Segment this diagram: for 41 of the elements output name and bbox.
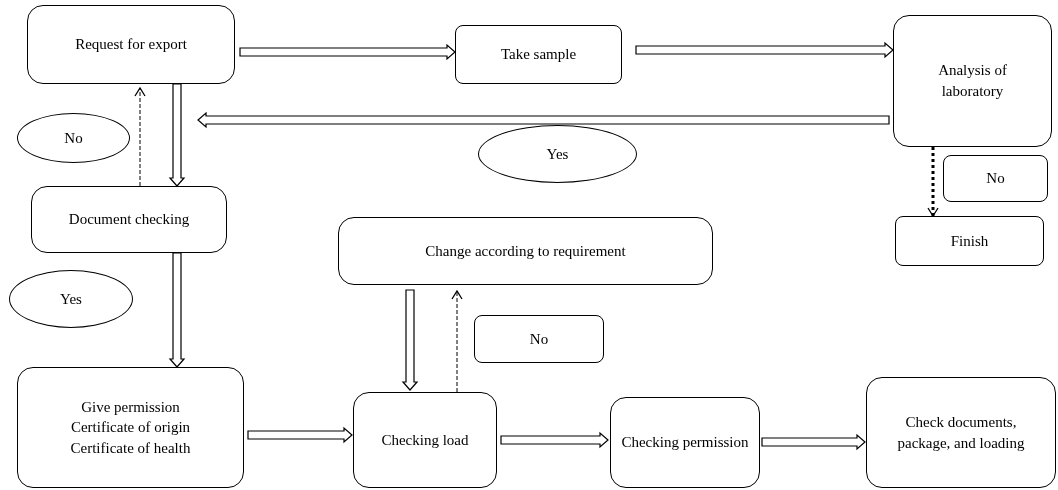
dashed-arrow xyxy=(927,147,939,217)
process-box xyxy=(27,5,235,84)
box-text: Checking load xyxy=(381,430,469,450)
dashed-arrow xyxy=(134,87,146,187)
block-arrow xyxy=(500,431,609,449)
box-text: Checking permission xyxy=(621,433,749,453)
process-box xyxy=(866,377,1056,488)
process-box xyxy=(31,186,227,253)
box-text: No xyxy=(529,329,549,349)
block-arrow xyxy=(635,41,894,59)
dashed-arrow xyxy=(451,290,463,393)
process-box xyxy=(474,315,604,363)
block-arrow xyxy=(239,43,456,61)
process-box xyxy=(893,15,1052,147)
block-arrow xyxy=(247,426,353,444)
box-text: No xyxy=(986,169,1005,189)
process-box xyxy=(943,155,1048,202)
block-arrow xyxy=(197,111,890,129)
block-arrow xyxy=(761,433,866,451)
box-text: Document checking xyxy=(68,210,190,230)
box-text: Change according to requirement xyxy=(425,241,626,261)
box-text: Analysis of laboratory xyxy=(937,61,1008,101)
box-text: Take sample xyxy=(500,45,577,65)
box-text: Finish xyxy=(950,231,989,251)
process-box xyxy=(17,367,244,488)
process-box xyxy=(610,397,760,488)
block-arrow xyxy=(168,252,186,368)
process-box xyxy=(455,25,622,84)
process-box xyxy=(895,216,1044,266)
box-text-line: Certificate of health xyxy=(70,438,191,458)
process-box xyxy=(338,217,713,285)
box-text-line: Certificate of origin xyxy=(70,418,191,438)
box-text: Request for export xyxy=(75,35,187,55)
block-arrow xyxy=(168,83,186,187)
box-text: Yes xyxy=(60,289,82,309)
box-text: No xyxy=(64,128,83,148)
process-box xyxy=(353,392,497,488)
box-text: Yes xyxy=(546,144,569,164)
box-text-line: Give permission xyxy=(81,397,180,417)
block-arrow xyxy=(401,289,419,391)
box-text: Check documents, package, and loading xyxy=(896,412,1026,453)
